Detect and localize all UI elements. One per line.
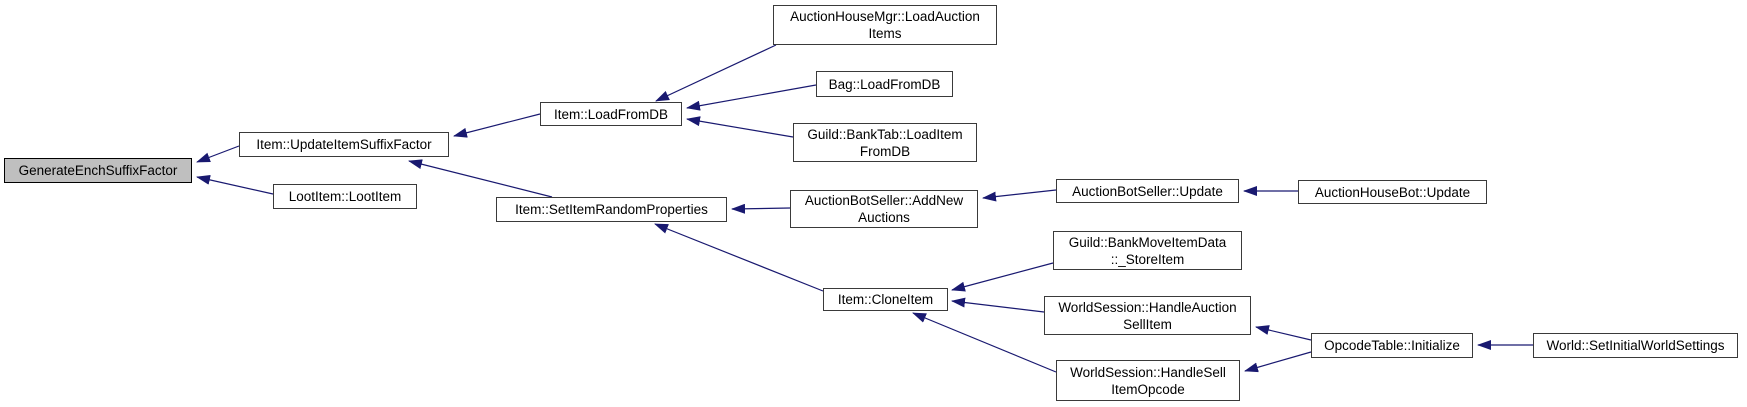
edge-handlesellitemopcode-to-cloneitem — [912, 312, 1057, 373]
edge-banktabloaditem-to-loadfromdb — [686, 116, 794, 138]
node-auction-house-mgr-load-auction-items[interactable]: AuctionHouseMgr::LoadAuction Items — [773, 5, 997, 45]
edge-opcodetableinitialize-to-handlesellitemopcode — [1244, 351, 1312, 373]
edge-loadfromdb-to-updateitemsuffixfactor — [453, 113, 541, 138]
node-item-clone-item[interactable]: Item::CloneItem — [823, 288, 948, 311]
edge-updateitemsuffixfactor-to-generateenchsuffixfactor — [196, 145, 240, 163]
node-guild-bank-move-item-data-store-item[interactable]: Guild::BankMoveItemData ::_StoreItem — [1053, 231, 1242, 270]
node-item-update-item-suffix-factor[interactable]: Item::UpdateItemSuffixFactor — [239, 132, 449, 157]
node-world-session-handle-sell-item-opcode[interactable]: WorldSession::HandleSell ItemOpcode — [1056, 360, 1240, 401]
node-guild-bank-tab-load-item-from-db[interactable]: Guild::BankTab::LoadItem FromDB — [793, 123, 977, 162]
node-loot-item-loot-item[interactable]: LootItem::LootItem — [273, 184, 417, 209]
node-auction-house-bot-update[interactable]: AuctionHouseBot::Update — [1298, 180, 1487, 204]
edge-opcodetableinitialize-to-handleauctionsellitem — [1255, 325, 1312, 341]
node-item-load-from-db[interactable]: Item::LoadFromDB — [540, 102, 682, 126]
node-world-session-handle-auction-sell-item[interactable]: WorldSession::HandleAuction SellItem — [1044, 296, 1251, 335]
node-bag-load-from-db[interactable]: Bag::LoadFromDB — [816, 71, 953, 97]
edge-lootitem-to-generateenchsuffixfactor — [196, 174, 274, 195]
edge-bagloadfromdb-to-loadfromdb — [686, 84, 817, 111]
edge-handleauctionsellitem-to-cloneitem — [951, 297, 1045, 313]
edge-loadauctionitems-to-loadfromdb — [655, 44, 777, 102]
edge-cloneitem-to-setitemrandomproperties — [654, 223, 824, 292]
edge-addnewauctions-to-setitemrandomproperties — [731, 203, 791, 214]
node-item-set-item-random-properties[interactable]: Item::SetItemRandomProperties — [496, 197, 727, 222]
node-world-set-initial-world-settings[interactable]: World::SetInitialWorldSettings — [1533, 333, 1738, 358]
node-auction-bot-seller-add-new-auctions[interactable]: AuctionBotSeller::AddNew Auctions — [790, 190, 978, 228]
edge-storeitem-to-cloneitem — [951, 262, 1054, 292]
node-opcode-table-initialize[interactable]: OpcodeTable::Initialize — [1311, 333, 1473, 358]
node-generate-ench-suffix-factor: GenerateEnchSuffixFactor — [4, 158, 192, 183]
node-auction-bot-seller-update[interactable]: AuctionBotSeller::Update — [1056, 179, 1239, 203]
edge-setitemrandomproperties-to-updateitemsuffixfactor — [408, 159, 553, 198]
edge-auctionbotsellerupdate-to-addnewauctions — [982, 189, 1057, 202]
